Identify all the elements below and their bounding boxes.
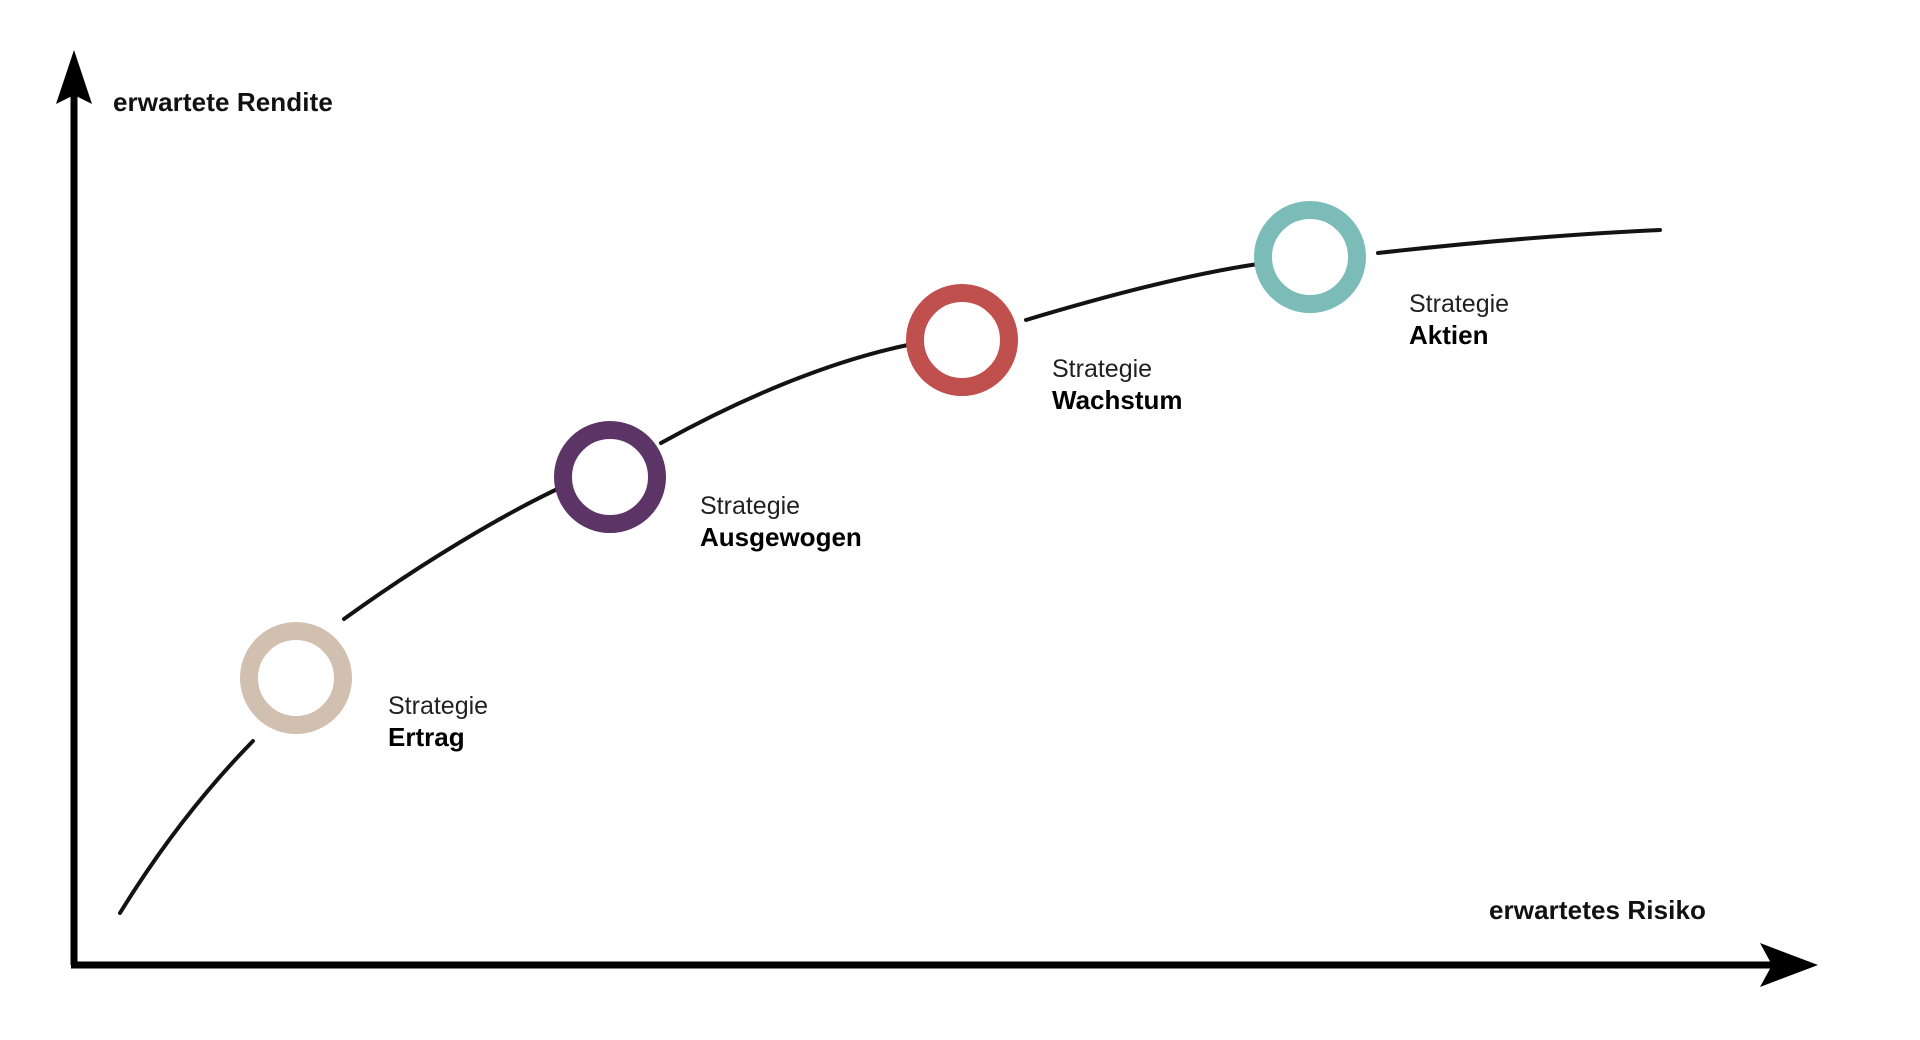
node-kicker-ausgewogen: Strategie xyxy=(700,492,801,520)
node-label-ertrag: Strategie Ertrag xyxy=(388,692,488,752)
node-kicker-wachstum: Strategie xyxy=(1052,355,1153,383)
risk-return-curve xyxy=(118,228,1662,915)
curve-segment-3 xyxy=(659,343,910,445)
node-kicker-aktien: Strategie xyxy=(1409,290,1510,318)
curve-segment-4 xyxy=(1024,262,1260,322)
curve-segment-2 xyxy=(342,483,568,621)
strategy-nodes xyxy=(240,201,1366,734)
node-name-wachstum: Wachstum xyxy=(1052,384,1183,415)
curve-segment-1 xyxy=(118,739,255,915)
node-ring-aktien[interactable] xyxy=(1254,201,1366,313)
arrow-up-icon xyxy=(56,50,92,104)
x-axis-title: erwartetes Risiko xyxy=(1489,895,1707,925)
node-label-wachstum: Strategie Wachstum xyxy=(1052,355,1183,415)
node-label-aktien: Strategie Aktien xyxy=(1409,290,1509,350)
node-name-aktien: Aktien xyxy=(1409,319,1489,350)
node-ring-ertrag[interactable] xyxy=(240,622,352,734)
axis-group xyxy=(56,50,1818,987)
y-axis-title: erwartete Rendite xyxy=(113,87,333,117)
curve-segment-5 xyxy=(1376,228,1662,255)
node-name-ertrag: Ertrag xyxy=(388,721,465,752)
node-label-ausgewogen: Strategie Ausgewogen xyxy=(700,492,862,552)
node-name-ausgewogen: Ausgewogen xyxy=(700,521,862,552)
node-ring-ausgewogen[interactable] xyxy=(554,421,666,533)
arrow-right-icon xyxy=(1760,943,1818,987)
node-ring-wachstum[interactable] xyxy=(906,284,1018,396)
node-kicker-ertrag: Strategie xyxy=(388,692,489,720)
